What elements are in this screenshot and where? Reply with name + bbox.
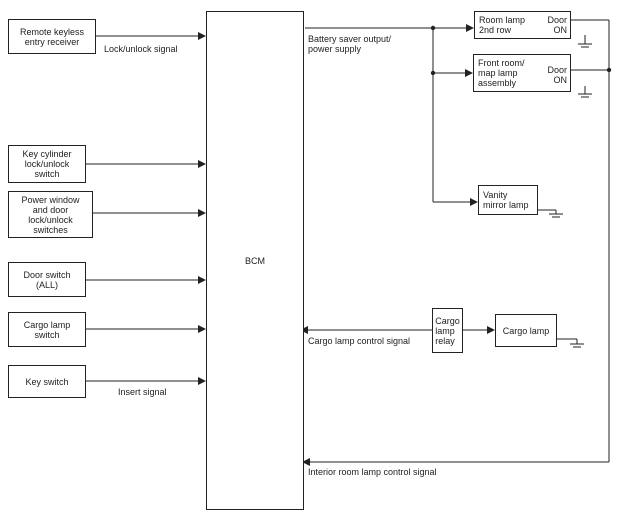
- junction-dot: [606, 67, 612, 73]
- room-lamp-door-switch-label: Door ON: [547, 15, 567, 35]
- cargo-lamp-relay-label: Cargo lamp relay: [435, 315, 460, 346]
- key-cylinder-box: Key cylinder lock/unlock switch: [8, 145, 86, 183]
- cargo-lamp-switch-label: Cargo lamp switch: [23, 319, 71, 340]
- ground-symbol-3: [538, 209, 563, 218]
- door-switch-label: Door switch (ALL): [23, 269, 71, 290]
- ground-symbol-1: [578, 35, 592, 48]
- bcm-label: BCM: [245, 255, 265, 266]
- power-window-box: Power window and door lock/unlock switch…: [8, 191, 93, 238]
- power-window-label: Power window and door lock/unlock switch…: [21, 194, 80, 235]
- remote-keyless-box: Remote keyless entry receiver: [8, 19, 96, 54]
- junction-dot: [430, 70, 436, 76]
- battery-saver-label: Battery saver output/ power supply: [308, 34, 392, 54]
- room-lamp-2nd-row-box: Room lamp 2nd row Door ON: [474, 11, 571, 39]
- cargo-lamp-switch-box: Cargo lamp switch: [8, 312, 86, 347]
- front-room-map-lamp-box: Front room/ map lamp assembly Door ON: [473, 54, 571, 92]
- remote-keyless-label: Remote keyless entry receiver: [19, 26, 85, 47]
- key-switch-box: Key switch: [8, 365, 86, 398]
- cargo-lamp-box: Cargo lamp: [495, 314, 557, 347]
- ground-symbol-2: [578, 86, 592, 98]
- vanity-mirror-lamp-box: Vanity mirror lamp: [478, 185, 538, 215]
- cargo-lamp-relay-box: Cargo lamp relay: [432, 308, 463, 353]
- vanity-mirror-lamp-label: Vanity mirror lamp: [483, 190, 529, 210]
- bcm-box: BCM: [206, 11, 304, 510]
- front-room-map-lamp-label: Front room/ map lamp assembly: [478, 58, 525, 88]
- door-switch-box: Door switch (ALL): [8, 262, 86, 297]
- insert-signal-label: Insert signal: [118, 387, 167, 397]
- junction-dot: [430, 25, 436, 31]
- key-switch-label: Key switch: [25, 376, 69, 387]
- front-lamp-door-switch-label: Door ON: [547, 65, 567, 85]
- cargo-lamp-label: Cargo lamp: [502, 325, 550, 336]
- interior-room-lamp-label: Interior room lamp control signal: [308, 467, 437, 477]
- lock-unlock-signal-label: Lock/unlock signal: [104, 44, 178, 54]
- ground-symbol-4: [557, 338, 584, 348]
- key-cylinder-label: Key cylinder lock/unlock switch: [22, 149, 72, 179]
- cargo-lamp-control-label: Cargo lamp control signal: [308, 336, 411, 346]
- room-lamp-2nd-row-label: Room lamp 2nd row: [479, 15, 526, 35]
